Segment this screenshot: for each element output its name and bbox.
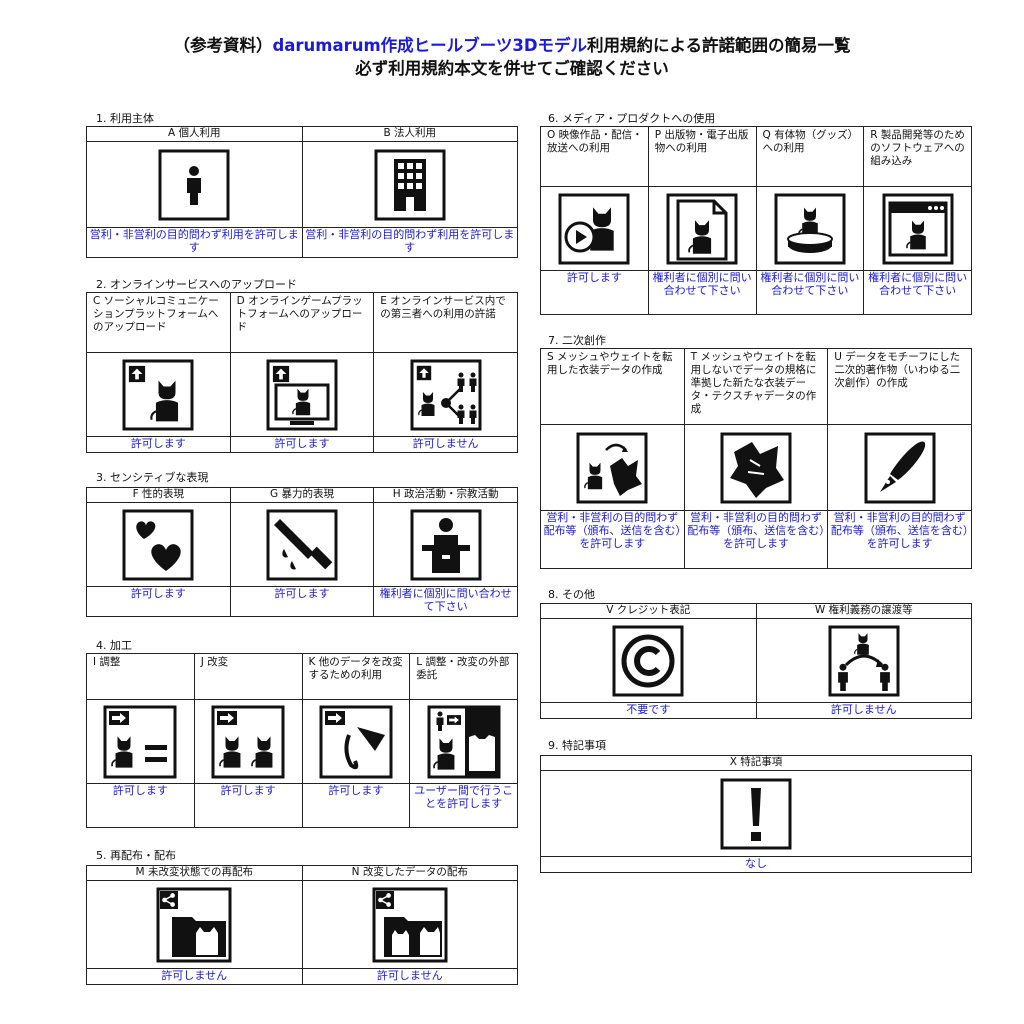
- adjust-icon: [103, 705, 177, 779]
- result-text: 許可します: [540, 270, 649, 315]
- upload-monitor-icon: [266, 359, 338, 431]
- result-text: 営利・非営利の目的問わず配布等（頒布、送信を含む）を許可します: [827, 510, 972, 569]
- result-text: 許可します: [86, 436, 231, 453]
- publication-icon: [666, 193, 738, 265]
- video-icon: [558, 193, 630, 265]
- item-label: X 特記事項: [540, 755, 972, 771]
- result-text: 営利・非営利の目的問わず配布等（頒布、送信を含む）を許可します: [540, 510, 685, 569]
- result-text: 許可します: [229, 436, 375, 453]
- item-label: J 改変: [193, 653, 303, 700]
- item-label: E オンラインサービス内での第三者への利用の許諾: [373, 292, 518, 353]
- section-8-table: V クレジット表記 W 権利義務の譲渡等 不要です 許可しません: [540, 603, 972, 719]
- item-label: H 政治活動・宗教活動: [373, 487, 518, 503]
- reuse-icon: [319, 705, 393, 779]
- section-7-title: 7. 二次創作: [548, 334, 606, 347]
- transfer-rights-icon: [828, 625, 900, 697]
- outsource-icon: [427, 705, 501, 779]
- section-7-table: S メッシュやウェイトを転用した衣装データの作成 T メッシュやウェイトを転用し…: [540, 348, 972, 569]
- result-text: 許可しません: [755, 702, 972, 719]
- result-text: 許可します: [229, 586, 375, 617]
- result-text: 許可します: [193, 783, 303, 828]
- item-label: P 出版物・電子出版物への利用: [647, 126, 757, 187]
- title-line-1: （参考資料）darumarum作成ヒールブーツ3Dモデル利用規約による許諾範囲の…: [173, 36, 851, 55]
- result-text: 許可します: [86, 783, 195, 828]
- item-label: L 調整・改変の外部委託: [409, 653, 518, 700]
- item-label: F 性的表現: [86, 487, 231, 503]
- distribute-modified-icon: [372, 887, 448, 963]
- result-text: 権利者に個別に問い合わせて下さい: [373, 586, 518, 617]
- item-label: U データをモチーフにした二次的著作物（いわゆる二次創作）の作成: [827, 348, 972, 425]
- result-text: 許可します: [301, 783, 411, 828]
- result-text: 許可しません: [301, 968, 518, 985]
- person-icon: [158, 149, 230, 221]
- section-1-table: A 個人利用 B 法人利用 営利・非営利の目的問わず利用を許可します 営利・非営…: [86, 126, 518, 258]
- result-text: 営利・非営利の目的問わず利用を許可します: [301, 227, 518, 258]
- item-label: N 改変したデータの配布: [301, 865, 518, 881]
- goods-icon: [774, 193, 846, 265]
- section-6-table: O 映像作品・配信・放送への利用 P 出版物・電子出版物への利用 Q 有体物（グ…: [540, 126, 972, 315]
- result-text: 営利・非営利の目的問わず配布等（頒布、送信を含む）を許可します: [683, 510, 829, 569]
- pen-icon: [864, 432, 936, 504]
- section-3-title: 3. センシティブな表現: [96, 471, 209, 484]
- building-icon: [374, 149, 446, 221]
- item-label: G 暴力的表現: [229, 487, 375, 503]
- item-label: S メッシュやウェイトを転用した衣装データの作成: [540, 348, 685, 425]
- title-highlight: darumarum作成ヒールブーツ3Dモデル: [272, 36, 588, 55]
- item-label: B 法人利用: [301, 126, 518, 142]
- share-users-icon: [410, 359, 482, 431]
- exclamation-icon: [720, 778, 792, 850]
- item-label: O 映像作品・配信・放送への利用: [540, 126, 649, 187]
- section-9-title: 9. 特記事項: [548, 739, 606, 752]
- software-icon: [882, 193, 954, 265]
- section-1-title: 1. 利用主体: [96, 112, 154, 125]
- hearts-icon: [122, 509, 194, 581]
- result-text: 権利者に個別に問い合わせて下さい: [647, 270, 757, 315]
- item-label: D オンラインゲームプラットフォームへのアップロード: [229, 292, 375, 353]
- section-9-table: X 特記事項 なし: [540, 755, 972, 873]
- item-label: A 個人利用: [86, 126, 303, 142]
- result-text: 許可しません: [373, 436, 518, 453]
- item-label: W 権利義務の譲渡等: [755, 603, 972, 619]
- section-8-title: 8. その他: [548, 588, 595, 601]
- redistribute-icon: [156, 887, 232, 963]
- result-text: 権利者に個別に問い合わせて下さい: [863, 270, 972, 315]
- section-6-title: 6. メディア・プロダクトへの使用: [548, 112, 716, 125]
- section-2-table: C ソーシャルコミュニケーションプラットフォームへのアップロード D オンライン…: [86, 292, 518, 453]
- section-5-table: M 未改変状態での再配布 N 改変したデータの配布 許可しません 許可しません: [86, 865, 518, 985]
- result-text: 権利者に個別に問い合わせて下さい: [755, 270, 865, 315]
- upload-cat-icon: [122, 359, 194, 431]
- title-line-2: 必ず利用規約本文を併せてご確認ください: [355, 59, 669, 78]
- item-label: R 製品開発等のためのソフトウェアへの組み込み: [863, 126, 972, 187]
- result-text: 許可しません: [86, 968, 303, 985]
- document-title: （参考資料）darumarum作成ヒールブーツ3Dモデル利用規約による許諾範囲の…: [0, 34, 1024, 80]
- result-text: 不要です: [540, 702, 757, 719]
- costume-transfer-icon: [576, 432, 648, 504]
- item-label: I 調整: [86, 653, 195, 700]
- item-label: K 他のデータを改変するための利用: [301, 653, 411, 700]
- section-4-title: 4. 加工: [96, 639, 132, 652]
- item-label: M 未改変状態での再配布: [86, 865, 303, 881]
- item-label: C ソーシャルコミュニケーションプラットフォームへのアップロード: [86, 292, 231, 353]
- item-label: V クレジット表記: [540, 603, 757, 619]
- section-3-table: F 性的表現 G 暴力的表現 H 政治活動・宗教活動 許可します 許可します 権…: [86, 487, 518, 617]
- copyright-icon: [612, 625, 684, 697]
- item-label: T メッシュやウェイトを転用しないでデータの規格に準拠した新たな衣装データ・テク…: [683, 348, 829, 425]
- costume-icon: [720, 432, 792, 504]
- item-label: Q 有体物（グッズ）への利用: [755, 126, 865, 187]
- modify-icon: [211, 705, 285, 779]
- knife-icon: [266, 509, 338, 581]
- result-text: なし: [540, 856, 972, 873]
- section-5-title: 5. 再配布・配布: [96, 849, 176, 862]
- result-text: 許可します: [86, 586, 231, 617]
- result-text: 営利・非営利の目的問わず利用を許可します: [86, 227, 303, 258]
- result-text: ユーザー間で行うことを許可します: [409, 783, 518, 828]
- section-2-title: 2. オンラインサービスへのアップロード: [96, 278, 297, 291]
- section-4-table: I 調整 J 改変 K 他のデータを改変するための利用 L 調整・改変の外部委託…: [86, 653, 518, 828]
- podium-icon: [410, 509, 482, 581]
